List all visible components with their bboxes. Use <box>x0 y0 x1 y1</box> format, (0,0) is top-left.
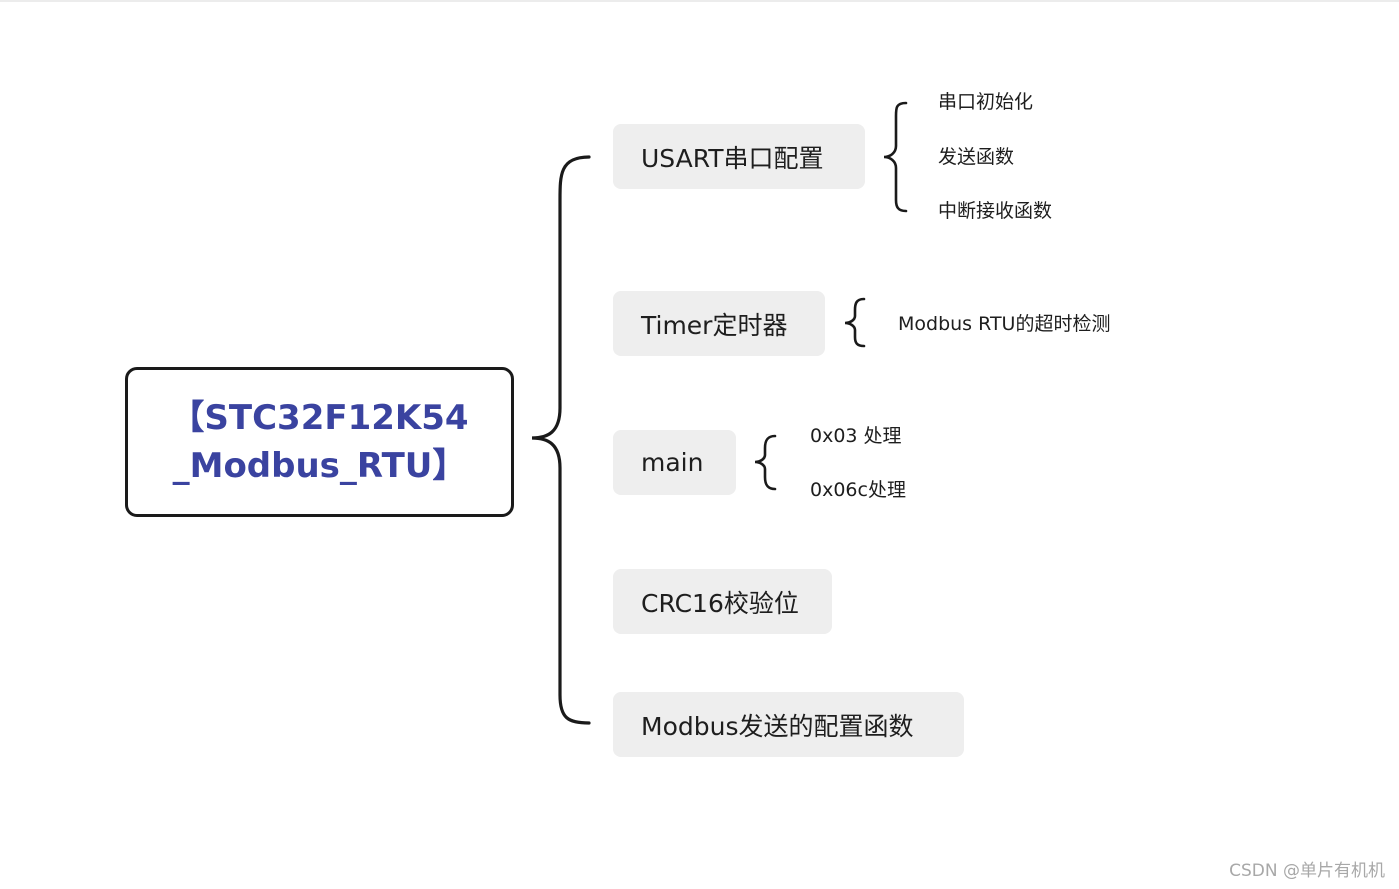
root-node: 【STC32F12K54_Modbus_RTU】 <box>125 367 514 517</box>
leaf-usart-init: 串口初始化 <box>938 91 1034 113</box>
branch-modbus-send: Modbus发送的配置函数 <box>613 692 964 757</box>
branch-main-label: main <box>641 448 704 477</box>
root-title: 【STC32F12K54_Modbus_RTU】 <box>170 398 469 486</box>
branch-timer-label: Timer定时器 <box>641 310 788 340</box>
leaf-main-0x06c: 0x06c处理 <box>810 479 906 501</box>
leaf-usart-irq-receive: 中断接收函数 <box>938 200 1053 222</box>
branch-usart-label: USART串口配置 <box>641 143 824 173</box>
branch-usart: USART串口配置 <box>613 124 865 189</box>
leaf-usart-send: 发送函数 <box>938 146 1015 168</box>
usart-brace <box>883 101 908 213</box>
branch-main: main <box>613 430 736 495</box>
main-brace <box>531 155 591 725</box>
branch-modbus-send-label: Modbus发送的配置函数 <box>641 711 914 741</box>
top-divider <box>0 0 1399 2</box>
leaf-main-0x03: 0x03 处理 <box>810 425 902 447</box>
csdn-watermark: CSDN @单片有机机 <box>1229 861 1385 881</box>
branch-crc16-label: CRC16校验位 <box>641 588 799 618</box>
branch-timer: Timer定时器 <box>613 291 825 356</box>
main-node-brace <box>754 434 777 491</box>
timer-brace <box>844 297 866 348</box>
branch-crc16: CRC16校验位 <box>613 569 832 634</box>
leaf-timer-timeout: Modbus RTU的超时检测 <box>898 313 1111 335</box>
